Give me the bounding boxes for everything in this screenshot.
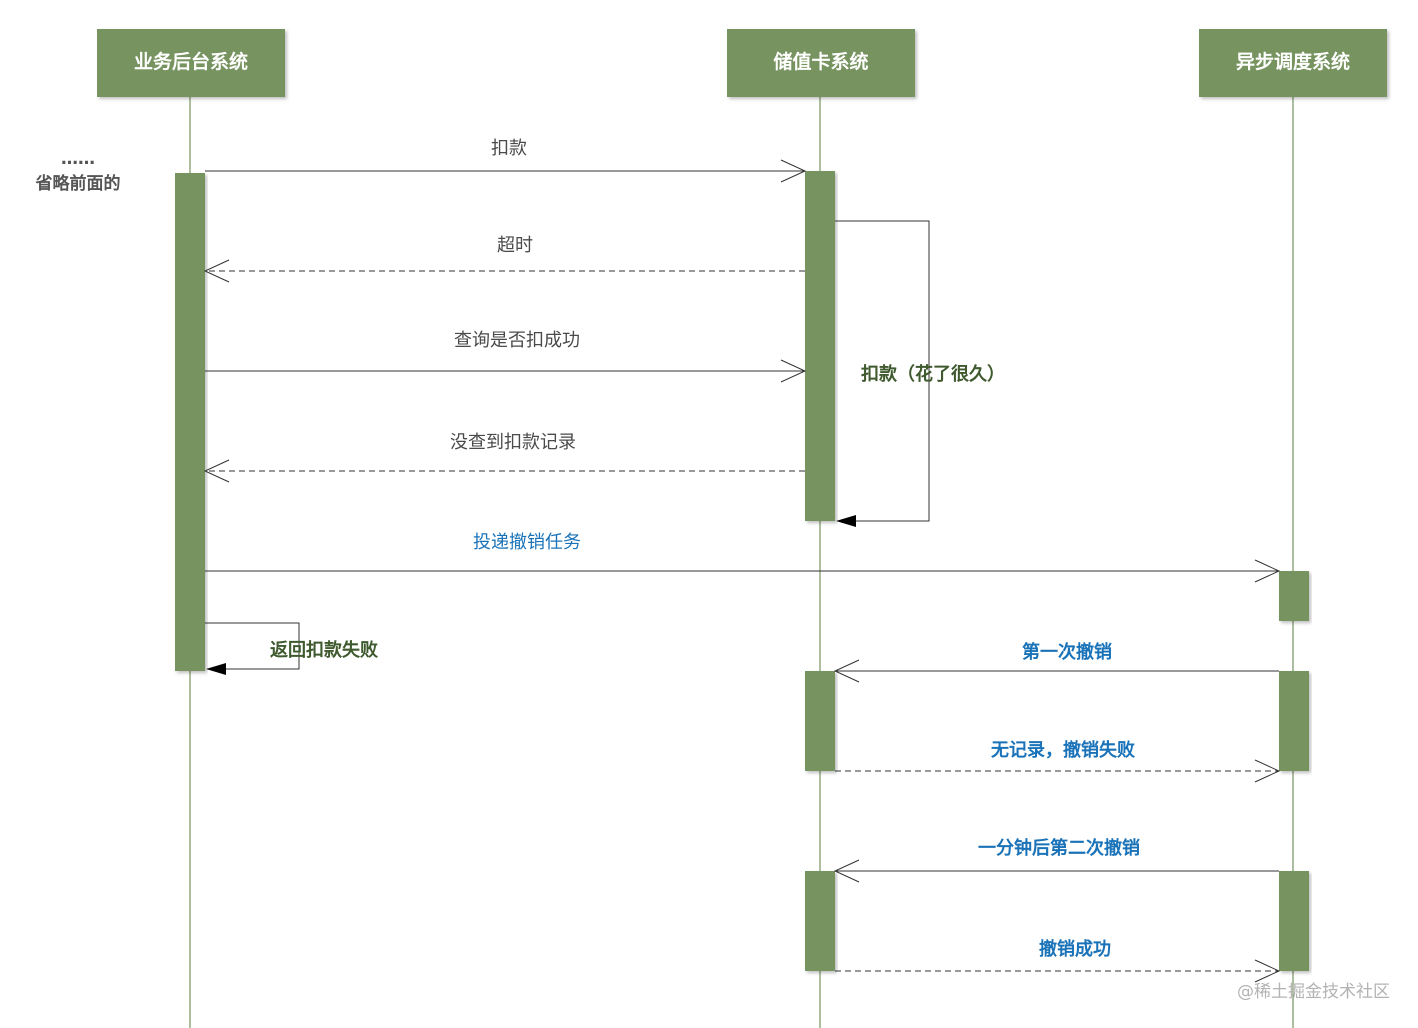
message-return-fail-label: 返回扣款失败 <box>270 639 378 661</box>
message-no-record-label: 没查到扣款记录 <box>450 432 576 453</box>
message-self-deduct-label: 扣款（花了很久） <box>861 363 1005 385</box>
activation-business <box>175 173 205 671</box>
message-no-record-cancel-fail: 无记录，撤销失败 <box>835 739 1281 783</box>
participant-async-label: 异步调度系统 <box>1236 50 1350 73</box>
message-no-record: 没查到扣款记录 <box>203 432 805 483</box>
message-query-label: 查询是否扣成功 <box>454 330 580 351</box>
message-second-cancel-label: 一分钟后第二次撤销 <box>978 837 1140 859</box>
message-first-cancel-label: 第一次撤销 <box>1022 641 1112 663</box>
activation-card-3 <box>805 871 835 971</box>
note-dots: …… <box>61 149 95 169</box>
message-deduct-label: 扣款 <box>491 138 527 159</box>
message-post-cancel: 投递撤销任务 <box>205 532 1281 583</box>
message-timeout: 超时 <box>203 235 805 283</box>
message-second-cancel: 一分钟后第二次撤销 <box>833 837 1279 883</box>
participant-card-label: 储值卡系统 <box>773 50 868 73</box>
participant-async: 异步调度系统 <box>1199 29 1387 97</box>
message-cancel-success-label: 撤销成功 <box>1039 938 1111 960</box>
note-text: 省略前面的 <box>35 173 121 194</box>
message-self-deduct: 扣款（花了很久） <box>835 220 1005 527</box>
message-first-cancel: 第一次撤销 <box>833 641 1279 683</box>
activation-async-3 <box>1279 871 1309 971</box>
message-post-cancel-label: 投递撤销任务 <box>473 532 581 553</box>
message-return-fail: 返回扣款失败 <box>205 622 378 675</box>
participant-business-label: 业务后台系统 <box>134 50 248 73</box>
message-timeout-label: 超时 <box>497 235 533 256</box>
message-deduct: 扣款 <box>205 138 807 183</box>
activation-async-1 <box>1279 571 1309 621</box>
watermark: @稀土掘金技术社区 <box>1237 982 1390 1002</box>
activation-async-2 <box>1279 671 1309 771</box>
message-query: 查询是否扣成功 <box>205 330 807 383</box>
message-no-record-cancel-fail-label: 无记录，撤销失败 <box>991 739 1135 761</box>
participant-card: 储值卡系统 <box>727 29 915 97</box>
participant-business: 业务后台系统 <box>97 29 285 97</box>
message-cancel-success: 撤销成功 <box>835 938 1281 983</box>
activation-card-2 <box>805 671 835 771</box>
activation-card-1 <box>805 171 835 521</box>
